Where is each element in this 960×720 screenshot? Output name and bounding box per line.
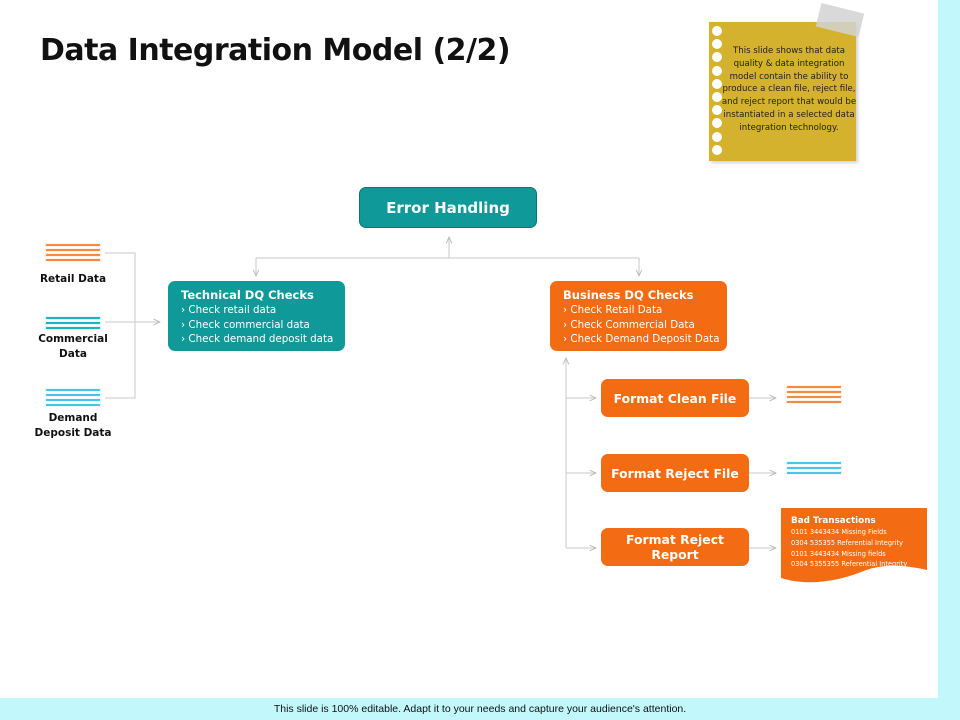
bad-transaction-line: 0101 3443434 Missing fields bbox=[791, 549, 886, 558]
retail-data-stack-icon bbox=[44, 243, 102, 267]
bad-transactions-heading: Bad Transactions bbox=[791, 516, 876, 526]
business-check-item: › Check Demand Deposit Data bbox=[563, 333, 720, 345]
format-reject-file-box: Format Reject File bbox=[601, 454, 749, 492]
binder-holes bbox=[712, 26, 724, 158]
business-check-item: › Check Commercial Data bbox=[563, 318, 695, 331]
error-handling-box: Error Handling bbox=[359, 187, 537, 228]
demand-deposit-data-stack-icon bbox=[44, 388, 102, 412]
demand-deposit-data-label: Demand Deposit Data bbox=[34, 412, 112, 439]
technical-check-item: › Check retail data bbox=[181, 304, 277, 316]
right-accent-band bbox=[938, 0, 960, 720]
format-clean-file-box: Format Clean File bbox=[601, 379, 749, 417]
business-dq-checks-box: Business DQ Checks › Check Retail Data ›… bbox=[550, 281, 727, 351]
clean-file-stack-icon bbox=[785, 385, 843, 409]
sticky-note-text: This slide shows that data quality & dat… bbox=[721, 46, 857, 133]
source-bracket bbox=[105, 252, 136, 399]
bad-transaction-line: 0304 535355 Referential Integrity bbox=[791, 538, 904, 547]
bad-transaction-line: 0304 5355355 Referential Integrity bbox=[791, 560, 908, 569]
bad-transaction-line: 0101 3443434 Missing Fields bbox=[791, 528, 887, 536]
slide-title: Data Integration Model (2/2) bbox=[40, 33, 511, 68]
reject-file-stack-icon bbox=[785, 461, 843, 485]
business-dq-heading: Business DQ Checks bbox=[563, 288, 694, 302]
technical-dq-checks-box: Technical DQ Checks › Check retail data … bbox=[168, 281, 345, 351]
technical-check-item: › Check demand deposit data bbox=[181, 333, 334, 345]
technical-check-item: › Check commercial data bbox=[181, 318, 310, 331]
bad-transactions-document: Bad Transactions 0101 3443434 Missing Fi… bbox=[781, 508, 927, 585]
retail-data-label: Retail Data bbox=[39, 273, 107, 285]
footer-text: This slide is 100% editable. Adapt it to… bbox=[273, 703, 687, 715]
format-reject-report-box: Format Reject Report bbox=[601, 528, 749, 566]
commercial-data-label: Commercial Data bbox=[38, 333, 108, 360]
sticky-note bbox=[709, 22, 856, 161]
technical-dq-heading: Technical DQ Checks bbox=[181, 288, 314, 302]
document-shape-icon bbox=[781, 508, 927, 583]
business-check-item: › Check Retail Data bbox=[563, 304, 663, 316]
footer-band bbox=[0, 698, 960, 720]
